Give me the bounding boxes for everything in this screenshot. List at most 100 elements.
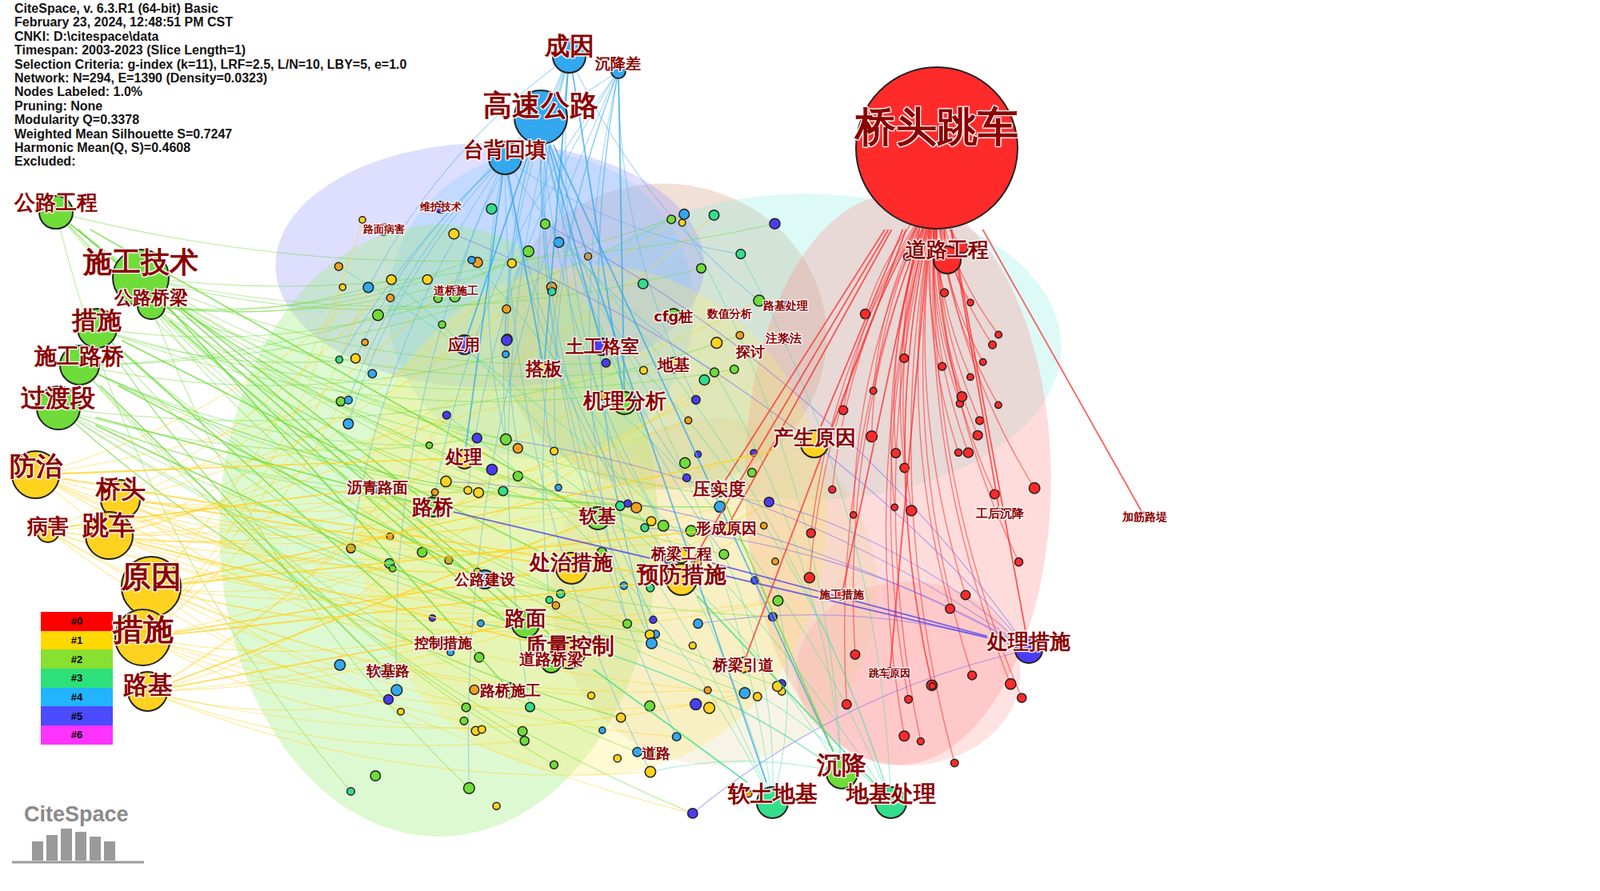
keyword-label: 公路桥梁 xyxy=(114,288,188,308)
keyword-label: 施工路桥 xyxy=(34,344,124,370)
co-occurrence-edge xyxy=(135,542,524,641)
co-occurrence-link xyxy=(48,280,392,532)
co-occurrence-link xyxy=(505,439,1028,650)
keyword-dot xyxy=(760,522,768,529)
co-occurrence-link xyxy=(56,212,561,594)
keyword-node: 路桥施工 xyxy=(480,682,541,700)
keyword-dot xyxy=(545,596,553,604)
keyword-dot xyxy=(891,504,898,511)
keyword-label: 应用 xyxy=(448,336,480,354)
keyword-label: 处理 xyxy=(445,447,483,468)
co-occurrence-edge xyxy=(890,229,930,668)
co-occurrence-link xyxy=(540,117,687,479)
keyword-dot xyxy=(512,444,523,454)
keyword-dot xyxy=(1005,678,1016,689)
co-occurrence-link xyxy=(772,600,788,804)
keyword-node: 原因 xyxy=(120,556,183,618)
keyword-dot xyxy=(995,401,1002,408)
keyword-dot xyxy=(646,637,658,649)
keyword-dot xyxy=(486,204,497,215)
co-occurrence-link xyxy=(355,158,505,359)
keyword-dot xyxy=(899,731,910,742)
keyword-dot xyxy=(753,692,762,701)
co-occurrence-link xyxy=(338,266,891,804)
keyword-label: 桥头跳车 xyxy=(855,104,1019,150)
logo-bars xyxy=(12,828,144,863)
co-occurrence-link xyxy=(446,415,772,804)
legend-text: #3 xyxy=(71,672,83,684)
keyword-label: 工后沉降 xyxy=(976,507,1024,521)
keyword-node: 软基 xyxy=(579,506,616,532)
keyword-label: 软基路 xyxy=(366,663,410,680)
logo-bar xyxy=(32,841,44,861)
legend-swatch: #5 xyxy=(40,706,113,726)
co-occurrence-link xyxy=(544,224,891,804)
keyword-dot xyxy=(548,287,556,296)
co-occurrence-edge xyxy=(592,669,748,783)
keyword-dot xyxy=(828,486,836,494)
keyword-dot xyxy=(719,549,729,560)
keyword-label: 道桥施工 xyxy=(433,284,479,297)
keyword-dot xyxy=(336,396,345,406)
header-line: Timespan: 2003-2023 (Slice Length=1) xyxy=(14,43,407,57)
keyword-node: 道路工程 xyxy=(905,238,989,275)
keyword-label: cfg桩 xyxy=(653,308,693,325)
co-occurrence-edge xyxy=(120,348,435,636)
keyword-label: 软基 xyxy=(579,506,616,527)
keyword-dot xyxy=(804,572,815,584)
logo-bar xyxy=(75,832,87,861)
header-line: CNKI: D:\citespace\data xyxy=(14,29,407,44)
legend-swatch: #4 xyxy=(40,688,113,708)
keyword-label: 处理措施 xyxy=(987,630,1071,653)
keyword-dot xyxy=(708,210,719,220)
co-occurrence-link xyxy=(504,158,651,772)
co-occurrence-edge xyxy=(820,229,903,427)
keyword-dot xyxy=(704,702,716,714)
keyword-dot xyxy=(710,368,720,377)
keyword-label: 病害 xyxy=(27,515,69,538)
keyword-dot xyxy=(736,331,744,339)
co-occurrence-link xyxy=(48,530,677,737)
cluster-cloud xyxy=(551,418,878,766)
co-occurrence-edge xyxy=(175,306,550,636)
co-occurrence-link xyxy=(650,761,842,774)
keyword-dot xyxy=(772,558,779,565)
keyword-dot xyxy=(520,736,529,746)
keyword-dot xyxy=(764,497,774,508)
logo-bar xyxy=(60,828,72,861)
keyword-node: 桥梁工程 xyxy=(651,545,712,564)
co-occurrence-link xyxy=(151,306,644,377)
keyword-dot xyxy=(891,448,901,459)
keyword-dot xyxy=(945,604,956,614)
keyword-node: 机理分析 xyxy=(583,389,667,416)
keyword-label: 处治措施 xyxy=(529,551,613,574)
co-occurrence-edge xyxy=(465,175,503,447)
header-line: Network: N=294, E=1390 (Density=0.0323) xyxy=(14,71,407,85)
legend-text: #5 xyxy=(71,710,83,723)
keyword-dot xyxy=(601,358,611,368)
keyword-label: 路面病害 xyxy=(363,224,405,236)
logo-bar xyxy=(104,841,116,861)
keyword-node: 高速公路 xyxy=(483,89,599,145)
co-occurrence-link xyxy=(148,256,588,692)
keyword-dot xyxy=(555,484,562,491)
keyword-node: 公路桥梁 xyxy=(114,288,188,321)
keyword-dot xyxy=(916,737,924,745)
keyword-dot xyxy=(1028,483,1040,494)
keyword-dot xyxy=(869,387,877,395)
keyword-node: 土工格室 xyxy=(565,336,640,357)
keyword-dot xyxy=(1014,558,1023,567)
co-occurrence-edge xyxy=(548,144,600,337)
co-occurrence-link xyxy=(148,692,389,711)
keyword-label: 数值分析 xyxy=(707,308,752,320)
keyword-label: 台背回填 xyxy=(463,138,547,161)
keyword-dot xyxy=(517,727,528,737)
header-info: CiteSpace, v. 6.3.R1 (64-bit) BasicFebru… xyxy=(14,1,407,169)
keyword-dot xyxy=(769,218,780,229)
keyword-dot xyxy=(426,442,433,449)
keyword-dot xyxy=(684,416,692,424)
keyword-node: 工后沉降 xyxy=(976,507,1024,521)
keyword-label: 路桥 xyxy=(412,496,454,519)
keyword-node: 软土地基 xyxy=(728,782,818,820)
keyword-dot xyxy=(461,703,471,712)
